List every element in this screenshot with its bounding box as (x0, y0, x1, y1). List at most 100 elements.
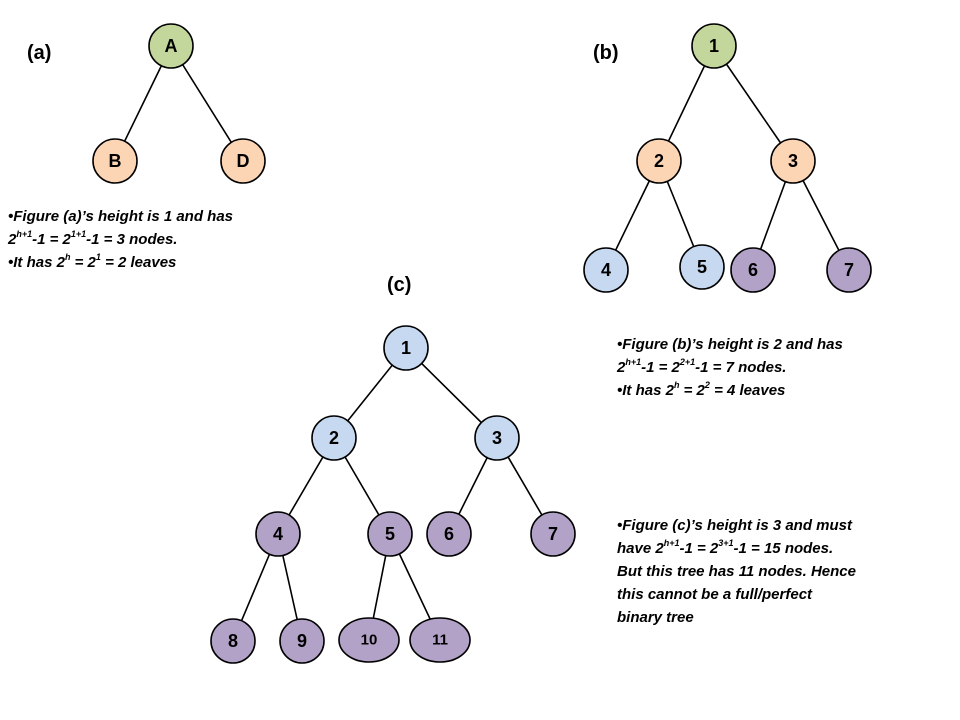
note-a-l3-text-3: = 2 leaves (100, 254, 177, 271)
note-b-l3-sup-2: 2 (704, 380, 710, 390)
tree-node-b-5: 5 (679, 244, 725, 290)
node-label-b-6: 6 (748, 260, 758, 280)
tree-node-c-8: 8 (210, 618, 256, 664)
note-c-l2-text-1: have 2 (617, 540, 664, 557)
tree-node-b-7: 7 (826, 247, 872, 293)
note-a-line-3: •It has 2h = 21 = 2 leaves (8, 251, 233, 274)
node-label-c-8: 8 (228, 631, 238, 651)
node-circle-c-8 (210, 618, 256, 664)
note-b-l2-sup-2: 2+1 (679, 357, 696, 367)
node-label-c-11: 11 (432, 632, 448, 649)
tree-node-c-10: 10 (338, 617, 400, 663)
note-a-l3-sup-1: h (64, 252, 71, 262)
node-circle-c-5 (367, 511, 413, 557)
node-label-c-5: 5 (385, 524, 395, 544)
node-label-c-7: 7 (548, 524, 558, 544)
node-circle-b-3 (770, 138, 816, 184)
tree-node-c-1: 1 (383, 325, 429, 371)
node-label-c-4: 4 (273, 524, 283, 544)
note-c-l2-text-2: -1 = 2 (679, 540, 719, 557)
tree-node-b-2: 2 (636, 138, 682, 184)
note-a-l3-sup-2: 1 (95, 252, 101, 262)
note-a-l2-sup-1: h+1 (16, 229, 33, 239)
node-circle-c-7 (530, 511, 576, 557)
panel-label-a: (a) (27, 42, 51, 64)
note-figure-a: •Figure (a)’s height is 1 and has 2h+1-1… (8, 205, 233, 274)
panel-label-c: (c) (387, 274, 411, 296)
note-figure-c: •Figure (c)’s height is 3 and must have … (617, 514, 856, 629)
node-label-c-3: 3 (492, 428, 502, 448)
note-figure-b: •Figure (b)’s height is 2 and has 2h+1-1… (617, 333, 843, 402)
node-circle-a-A (148, 23, 194, 69)
node-circle-b-4 (583, 247, 629, 293)
note-a-l3-text-2: = 2 (70, 254, 96, 271)
note-b-l3-sup-1: h (673, 380, 680, 390)
tree-node-a-A: A (148, 23, 194, 69)
note-b-l2-text-3: -1 = 7 nodes. (695, 359, 787, 376)
node-label-c-10: 10 (361, 632, 378, 649)
node-circle-c-3 (474, 415, 520, 461)
tree-node-c-4: 4 (255, 511, 301, 557)
note-b-l2-sup-1: h+1 (625, 357, 642, 367)
note-b-l2-text-1: 2 (617, 359, 626, 376)
note-a-line-2: 2h+1-1 = 21+1-1 = 3 nodes. (8, 228, 233, 251)
node-circle-c-2 (311, 415, 357, 461)
node-circle-b-1 (691, 23, 737, 69)
node-label-a-B: B (109, 151, 122, 171)
node-circle-a-B (92, 138, 138, 184)
tree-node-c-3: 3 (474, 415, 520, 461)
tree-node-b-6: 6 (730, 247, 776, 293)
node-circle-b-2 (636, 138, 682, 184)
tree-node-c-2: 2 (311, 415, 357, 461)
note-b-line-1: •Figure (b)’s height is 2 and has (617, 336, 843, 353)
note-c-line-5: binary tree (617, 609, 694, 626)
tree-node-c-7: 7 (530, 511, 576, 557)
node-circle-b-6 (730, 247, 776, 293)
node-label-b-3: 3 (788, 151, 798, 171)
note-c-line-2: have 2h+1-1 = 23+1-1 = 15 nodes. (617, 537, 856, 560)
note-a-l2-sup-2: 1+1 (70, 229, 87, 239)
note-a-l3-text-1: •It has 2 (8, 254, 65, 271)
tree-node-a-B: B (92, 138, 138, 184)
panel-label-b: (b) (593, 42, 619, 64)
note-a-l2-text-2: -1 = 2 (32, 231, 71, 248)
tree-node-c-11: 11 (409, 617, 471, 663)
tree-node-c-5: 5 (367, 511, 413, 557)
node-label-c-2: 2 (329, 428, 339, 448)
note-c-line-3: But this tree has 11 nodes. Hence (617, 563, 856, 580)
note-b-l2-text-2: -1 = 2 (641, 359, 680, 376)
tree-node-c-9: 9 (279, 618, 325, 664)
note-b-l3-text-3: = 4 leaves (709, 382, 786, 399)
node-label-a-D: D (237, 151, 250, 171)
node-circle-c-10 (338, 617, 400, 663)
note-b-l3-text-1: •It has 2 (617, 382, 674, 399)
tree-node-c-6: 6 (426, 511, 472, 557)
node-label-b-1: 1 (709, 36, 719, 56)
note-c-l2-sup-1: h+1 (663, 538, 680, 548)
node-circle-c-6 (426, 511, 472, 557)
node-label-c-9: 9 (297, 631, 307, 651)
note-c-line-4: this cannot be a full/perfect (617, 586, 813, 603)
tree-node-a-D: D (220, 138, 266, 184)
note-c-line-1: •Figure (c)’s height is 3 and must (617, 517, 853, 534)
node-circle-b-7 (826, 247, 872, 293)
note-c-l2-sup-2: 3+1 (718, 538, 734, 548)
note-b-l3-text-2: = 2 (679, 382, 705, 399)
tree-node-b-4: 4 (583, 247, 629, 293)
tree-node-b-1: 1 (691, 23, 737, 69)
note-a-l2-text-1: 2 (8, 231, 17, 248)
note-a-line-1: •Figure (a)’s height is 1 and has (8, 208, 234, 225)
note-a-l2-text-3: -1 = 3 nodes. (86, 231, 178, 248)
node-circle-c-9 (279, 618, 325, 664)
node-label-c-1: 1 (401, 338, 411, 358)
node-circle-a-D (220, 138, 266, 184)
node-label-c-6: 6 (444, 524, 454, 544)
node-label-a-A: A (165, 36, 178, 56)
edge-b-1-to-b-3 (713, 45, 794, 162)
node-label-b-4: 4 (601, 260, 611, 280)
node-label-b-7: 7 (844, 260, 854, 280)
node-circle-c-11 (409, 617, 471, 663)
node-circle-c-4 (255, 511, 301, 557)
